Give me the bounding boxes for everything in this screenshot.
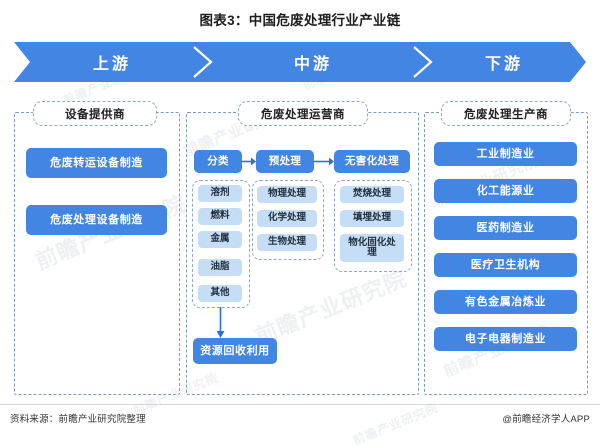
watermark: 前瞻产业研究院 <box>350 400 441 448</box>
midstream-stage-pretreatment[interactable]: 预处理 <box>256 150 314 173</box>
subgroup-pretreatment <box>252 180 324 260</box>
banner-segment-upstream[interactable]: 上游 <box>92 56 131 73</box>
banner-segment-midstream[interactable]: 中游 <box>293 56 332 73</box>
column-header-downstream: 危废处理生产商 <box>441 101 571 126</box>
banner-background <box>14 42 586 82</box>
classification-item-4[interactable]: 其他 <box>198 285 242 302</box>
classification-item-3[interactable]: 油脂 <box>198 259 242 276</box>
value-chain-banner: 上游 中游 下游 <box>14 42 586 82</box>
pretreatment-item-2[interactable]: 生物处理 <box>257 234 317 251</box>
downstream-box-0[interactable]: 工业制造业 <box>434 142 577 166</box>
downstream-box-1[interactable]: 化工能源业 <box>434 179 577 203</box>
classification-item-1[interactable]: 燃料 <box>198 208 242 225</box>
downstream-box-2[interactable]: 医药制造业 <box>434 216 577 240</box>
harmless-item-1[interactable]: 填埋处理 <box>340 210 404 227</box>
upstream-box-1[interactable]: 危废处理设备制造 <box>26 205 167 235</box>
arrow-classification-to-pretreatment-icon <box>242 155 257 173</box>
column-header-upstream: 设备提供商 <box>33 101 157 126</box>
midstream-recycle-box[interactable]: 资源回收利用 <box>193 338 277 364</box>
downstream-box-3[interactable]: 医疗卫生机构 <box>434 253 577 277</box>
upstream-box-0[interactable]: 危废转运设备制造 <box>26 148 167 178</box>
arrow-to-recycle-icon <box>214 307 227 344</box>
page-title: 图表3：中国危废处理行业产业链 <box>199 13 401 28</box>
classification-item-2[interactable]: 金属 <box>198 231 242 248</box>
pretreatment-item-1[interactable]: 化学处理 <box>257 210 317 227</box>
banner-segment-downstream[interactable]: 下游 <box>484 56 523 73</box>
column-header-midstream: 危废处理运营商 <box>238 101 368 126</box>
harmless-item-0[interactable]: 焚烧处理 <box>340 186 404 203</box>
classification-item-0[interactable]: 溶剂 <box>198 185 242 202</box>
footer-divider <box>0 404 600 405</box>
downstream-box-5[interactable]: 电子电器制造业 <box>434 327 577 351</box>
subgroup-harmless <box>334 180 412 272</box>
source-text: 资料来源：前瞻产业研究院整理 <box>10 414 146 425</box>
arrow-pretreatment-to-harmless-icon <box>314 155 335 173</box>
pretreatment-item-0[interactable]: 物理处理 <box>257 186 317 203</box>
midstream-stage-classification[interactable]: 分类 <box>194 150 242 173</box>
midstream-stage-harmless[interactable]: 无害化处理 <box>334 150 410 173</box>
chevron-separator-2-icon <box>412 46 434 78</box>
app-credit: @前瞻经济学人APP <box>502 414 590 425</box>
harmless-item-2[interactable]: 物化固化处理 <box>340 234 404 262</box>
chevron-separator-1-icon <box>192 46 214 78</box>
downstream-box-4[interactable]: 有色金属冶炼业 <box>434 290 577 314</box>
